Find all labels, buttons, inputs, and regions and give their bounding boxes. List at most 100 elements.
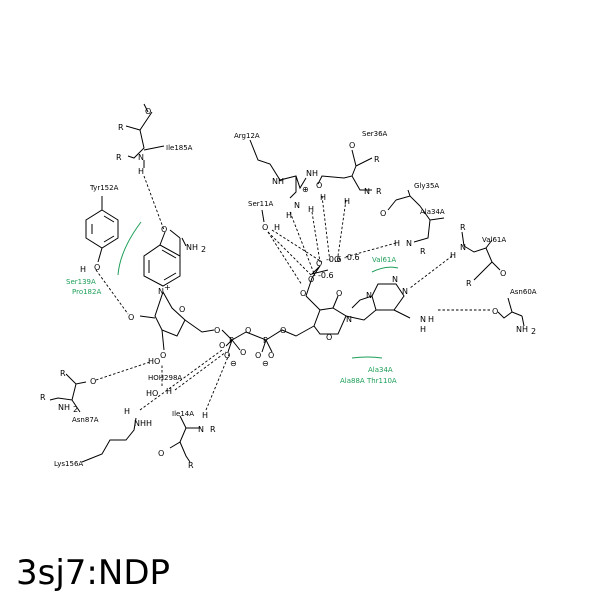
ser36-hydroxyl-oxygen: O [316,181,322,190]
ile185-carbonyl-oxygen: O [145,107,151,116]
ribose-phosphate-oxygen-1: O [308,275,314,284]
val61-r-group-2: R [466,279,472,288]
adenine-pyrimidine [371,283,405,311]
hydrophobic-arc-ser139-pro182 [117,221,142,276]
arg12-h2: H [308,205,314,214]
adenine-amine-hydrogen-2: H [420,325,426,334]
asn87-carbonyl-oxygen: O [90,377,96,386]
lys156-nh: NH [134,419,146,428]
phosphate-1-oxygen-left: O [219,341,225,350]
hbond-val61-adenine [409,255,453,289]
tyr152-ring-inner [91,215,115,243]
residue-labels: Arg12A Ser36A Gly35A Ala34A Ser11A Val61… [54,130,537,468]
hbond-ser11-ribose [267,231,303,286]
pyrophosphate-chain [221,325,315,341]
ile14-nitrogen: N [198,425,204,434]
phosphate-2-oxygen-right: O [268,351,274,360]
phosphate-2-oxygen-left: O [255,351,261,360]
ser11-hydroxyl-hydrogen: H [274,223,280,232]
residue-label-ala34: Ala34A [420,208,445,216]
ribose-phosphate-oxygen-2: O [316,259,322,268]
hbond-ser11-phosphate-2 [267,231,313,277]
residue-label-ile14: Ile14A [172,410,194,418]
hbond-ser36-phosphate-1 [321,195,331,263]
ile185-nitrogen: N [138,153,144,162]
residue-label-hoh: HOH298A [148,374,182,382]
hoh-hydrogen: H [166,387,172,396]
nicotinamide-nitrogen: N [158,287,164,296]
nicotinamide-carbonyl-oxygen: O [161,225,167,234]
asn87-r-group: R [60,369,66,378]
gly35-carbonyl-oxygen: O [380,209,386,218]
residue-label-ser11: Ser11A [248,200,274,208]
arg12-guanidine [289,176,297,199]
hydrophobic-label-val61: Val61A [372,256,396,264]
residue-label-asn87: Asn87A [72,416,99,424]
ribose-3-hydroxyl: HO [148,357,160,366]
hydrogen-bonds [95,175,492,411]
asn87-nh: NH [58,403,70,412]
phosphate-1-oxygen-right: O [240,348,246,357]
ser36-nitrogen: N [364,187,370,196]
gly35-chain [387,189,421,211]
ile14-r-group-2: R [188,461,194,470]
ligand-bonds [139,229,411,353]
hydrophobic-label-ala34: Ala34A [368,366,393,374]
residue-label-lys156: Lys156A [54,460,83,468]
hydrophobic-arc-val61 [371,266,399,273]
val61-hydrogen: H [450,251,456,260]
hbond-ser36-phosphate-2 [337,199,347,257]
ala34-hydrogen: H [394,239,400,248]
arg12-chain [249,139,307,190]
ser36-carbonyl-oxygen: O [349,141,355,150]
ile185-r-group: R [118,123,124,132]
hbond-hoh-phosphate [174,351,227,391]
arg12-positive-charge: ⊕ [302,185,309,194]
residue-label-gly35: Gly35A [414,182,439,190]
ser36-r-group-2: R [376,187,382,196]
val61-chain [461,231,501,281]
arg12-nh2: NH [306,169,318,178]
ser11-hydroxyl-oxygen: O [262,223,268,232]
diagram-title: 3sj7:NDP [16,553,170,593]
hydrophobic-label-pro182: Pro182A [72,288,101,296]
asn60-carbonyl-oxygen: O [492,307,498,316]
val61-carbonyl-oxygen: O [500,269,506,278]
adenine-n9: N [346,315,352,324]
asn87-nh-subscript: 2 [73,405,78,414]
residue-label-ser36: Ser36A [362,130,388,138]
bridge-oxygen-1: O [214,326,220,335]
ser36-hydrogen: H [344,197,350,206]
adenine-amine-nitrogen: N [420,315,426,324]
adenosine-ribose-o3: O [336,289,342,298]
nicotinamide-ribose-o3: O [160,351,166,360]
ala34-r-group: R [420,247,426,256]
residue-label-tyr152: Tyr152A [89,184,119,192]
asn60-chain [497,297,525,327]
hoh-hydroxyl: HO [146,389,158,398]
ile14-chain [169,415,200,463]
hbond-arg-phosphate-1 [289,211,316,277]
phosphate-1-oxygen-down: O [224,351,230,360]
lys156-h: H [124,407,130,416]
nicotinamide-ribose-o2: O [128,313,134,322]
tyr152-hydroxyl-oxygen: O [94,263,100,272]
nicotinamide-amide-nh-subscript: 2 [201,245,206,254]
ser11-chain [261,209,265,223]
ile185-r-group-2: R [116,153,122,162]
adenine-n3: N [402,287,408,296]
phosphorus-2: P [263,336,268,345]
ribose-phosphate-charge-2: -0.6 [326,255,342,264]
adenine-amine [393,309,411,319]
phosphate-1-negative-charge: ⊖ [230,359,237,368]
phosphate-2-negative-charge: ⊖ [262,359,269,368]
adenine-n7: N [366,291,372,300]
ser36-r-group: R [374,155,380,164]
hbond-ile185-nicotinamide [143,175,165,231]
hydrophobic-label-ser139: Ser139A [66,278,96,286]
phosphate-2-oxygens [261,339,273,353]
residue-atoms: R O R N H O H NH NH N H H ⊕ O R O H N R … [40,107,536,470]
hbond-ile14-phosphate [205,351,231,411]
residue-label-arg12: Arg12A [234,132,260,140]
val61-r-group: R [460,223,466,232]
